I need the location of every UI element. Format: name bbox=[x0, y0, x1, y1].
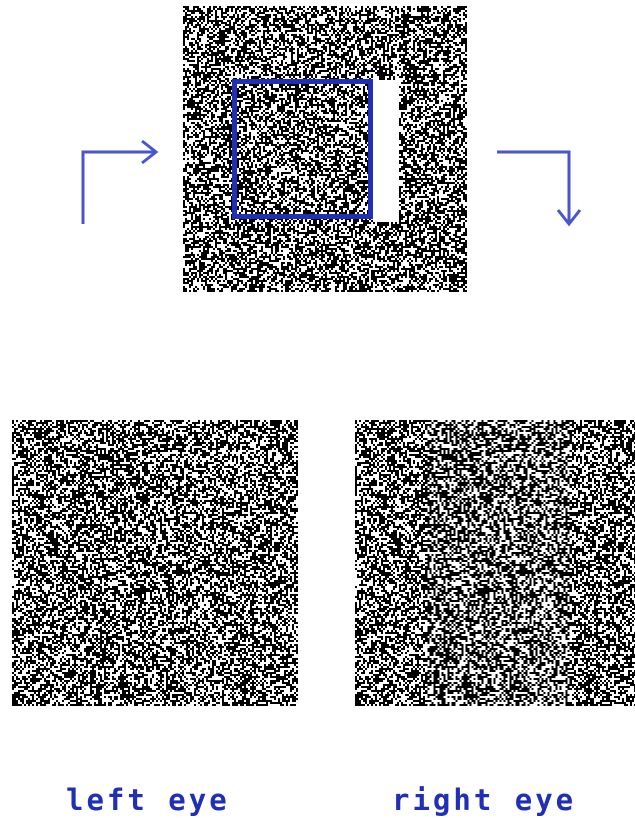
shifted-square-outline bbox=[232, 79, 373, 219]
right-eye-dot-pattern bbox=[355, 420, 635, 706]
left-eye-label: left eye bbox=[66, 783, 230, 817]
right-eye-label: right eye bbox=[392, 783, 577, 817]
left-eye-dot-pattern bbox=[12, 420, 298, 706]
random-dot-pattern-source bbox=[183, 6, 467, 292]
corner-arrow-right-icon bbox=[81, 139, 159, 224]
corner-arrow-down-icon bbox=[497, 150, 582, 227]
shift-gap-strip bbox=[373, 80, 399, 222]
